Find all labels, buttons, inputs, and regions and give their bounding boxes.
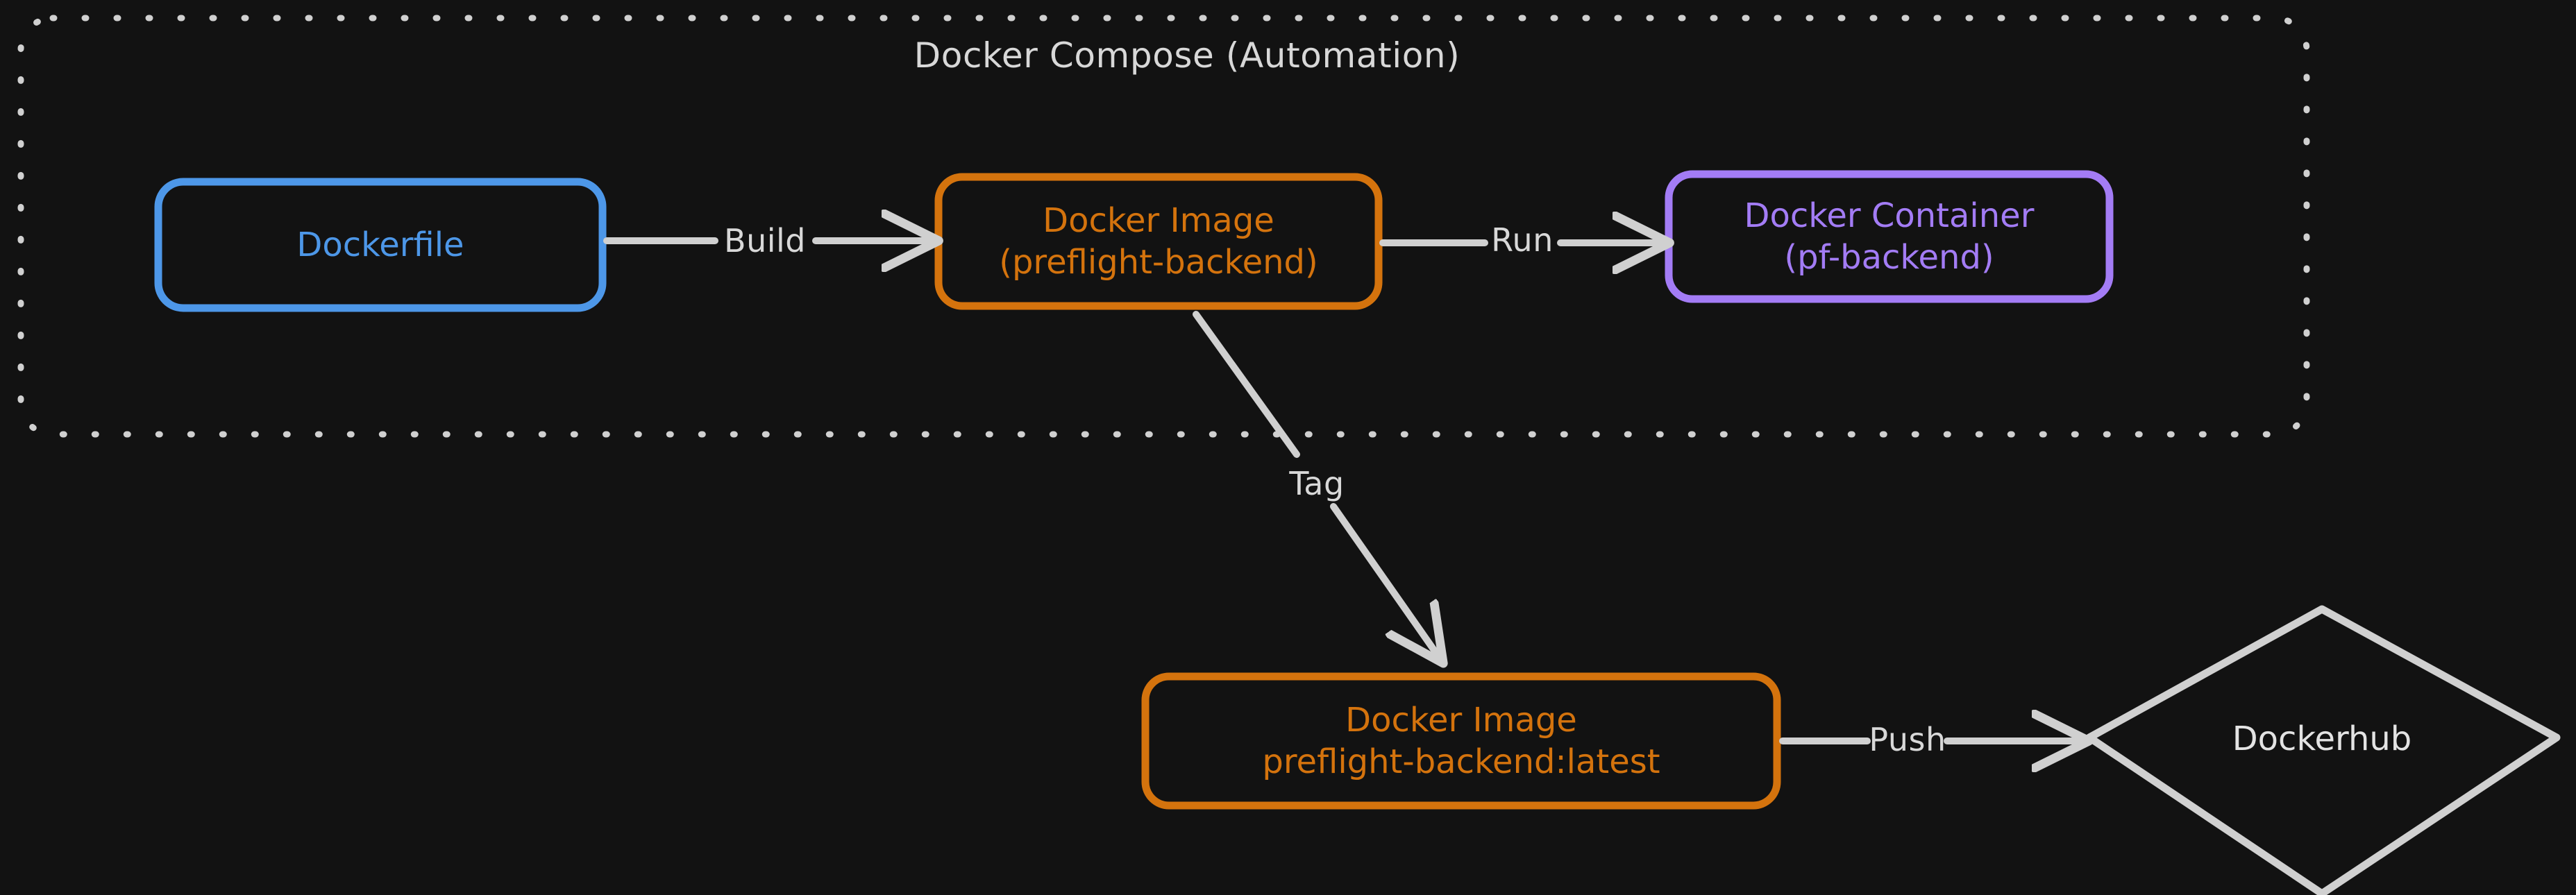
edge-tag-line-lower (1330, 503, 1440, 659)
node-docker-container-box[interactable] (1665, 170, 2114, 303)
edge-tag-line-upper (1193, 311, 1300, 458)
edge-label-run: Run (1491, 221, 1554, 259)
node-docker-image-build-box[interactable] (934, 173, 1383, 310)
edge-label-build: Build (724, 222, 806, 259)
node-dockerhub-diamond[interactable] (2085, 605, 2561, 895)
edge-label-push: Push (1869, 721, 1946, 758)
node-docker-image-tagged-box[interactable] (1141, 672, 1781, 810)
node-dockerfile-box[interactable] (154, 178, 607, 312)
edge-label-tag: Tag (1289, 465, 1345, 502)
docker-compose-group-title: Docker Compose (Automation) (914, 35, 1460, 76)
